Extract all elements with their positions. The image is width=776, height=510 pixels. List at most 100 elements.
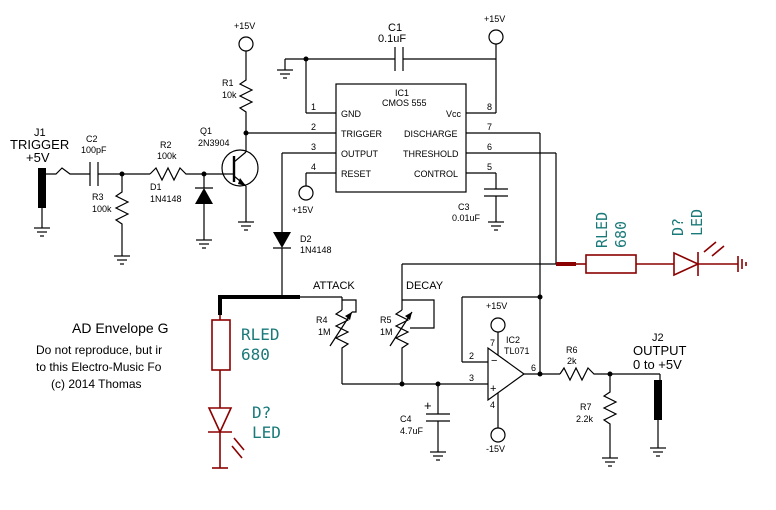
q1-transistor: Q1 2N3904 — [198, 126, 259, 231]
led2-d-ref: D? — [669, 218, 687, 236]
r6-ref: R6 — [566, 345, 578, 355]
led1-r-val: 680 — [241, 345, 270, 364]
ic1-pin5-num: 5 — [487, 162, 492, 172]
notice-line-1: Do not reproduce, but ir — [36, 343, 163, 357]
ic1-pin7-name: DISCHARGE — [404, 129, 458, 139]
q1-value: 2N3904 — [198, 138, 230, 148]
copyright-line: (c) 2014 Thomas — [51, 377, 142, 391]
vcc-symbol: +15V — [486, 301, 507, 333]
r5-ref: R5 — [380, 315, 392, 325]
d2-diode: D2 1N4148 — [273, 153, 332, 297]
vcc-label: +15V — [292, 205, 313, 215]
svg-text:+: + — [490, 383, 496, 395]
ic2-pin7: 7 — [490, 338, 495, 348]
ic1-pin6-name: THRESHOLD — [403, 149, 459, 159]
ic1-pin8-name: Vcc — [446, 109, 462, 119]
c1-capacitor: C1 0.1uF — [285, 22, 496, 71]
ic2-pin3: 3 — [469, 373, 474, 383]
r6-resistor: R6 2k — [559, 345, 660, 382]
ground-symbol — [277, 59, 293, 79]
r6-value: 2k — [567, 356, 577, 366]
r4-ref: R4 — [316, 315, 328, 325]
d2-ref: D2 — [300, 234, 312, 244]
c2-ref: C2 — [86, 134, 98, 144]
ic2-pin4: 4 — [490, 400, 495, 410]
vcc-label: +15V — [484, 14, 505, 24]
ic1-pin5-name: CONTROL — [414, 169, 458, 179]
j1-trigger-jack: J1 TRIGGER +5V — [10, 127, 90, 237]
d1-ref: D1 — [150, 182, 162, 192]
attack-label: ATTACK — [313, 280, 355, 292]
ic1-pin1-name: GND — [341, 109, 362, 119]
vcc-label: +15V — [486, 301, 507, 311]
ic1-pin3-num: 3 — [311, 142, 316, 152]
r1-value: 10k — [222, 90, 237, 100]
r3-resistor: R3 100k — [92, 174, 130, 265]
r2-resistor: R2 100k — [149, 140, 226, 182]
svg-text:−: − — [491, 355, 497, 367]
r1-resistor: R1 10k — [222, 51, 254, 133]
ic2-pin6: 6 — [531, 363, 536, 373]
j2-ref: J2 — [652, 332, 664, 344]
d2-value: 1N4148 — [300, 245, 332, 255]
ic1-pin3-name: OUTPUT — [341, 149, 379, 159]
ic1-pin7-num: 7 — [487, 122, 492, 132]
vcc-label: +15V — [234, 21, 255, 31]
ic1-555: IC1 CMOS 555 GND TRIGGER OUTPUT RESET Vc… — [246, 83, 556, 193]
ic1-pin4-name: RESET — [341, 169, 372, 179]
decay-label: DECAY — [406, 280, 444, 292]
led1-r-ref: RLED — [241, 325, 280, 344]
led2-r-ref: RLED — [593, 212, 611, 248]
j1-name: TRIGGER — [10, 137, 69, 152]
led-indicator-left: RLED 680 D? LED — [207, 315, 281, 469]
r7-value: 2.2k — [576, 414, 594, 424]
d1-value: 1N4148 — [150, 194, 182, 204]
led-indicator-right: RLED 680 D? LED — [556, 209, 747, 277]
vee-symbol: -15V — [486, 427, 506, 454]
c2-capacitor: C2 100pF — [81, 134, 150, 186]
ic2-opamp: − + IC2 TL071 2 3 6 7 4 — [461, 296, 560, 428]
r4-value: 1M — [318, 327, 331, 337]
j1-ref: J1 — [34, 127, 46, 139]
ic1-pin4-num: 4 — [311, 162, 316, 172]
r7-resistor: R7 2.2k — [576, 374, 618, 467]
c4-value: 4.7uF — [400, 426, 424, 436]
ic1-pin2-name: TRIGGER — [341, 129, 383, 139]
r2-value: 100k — [157, 151, 177, 161]
r7-ref: R7 — [580, 402, 592, 412]
drawing-title: AD Envelope G — [72, 320, 169, 336]
ic1-pin1-num: 1 — [311, 102, 316, 112]
j1-level: +5V — [26, 150, 50, 165]
c4-capacitor: + C4 4.7uF — [400, 384, 450, 461]
ic2-pin2: 2 — [469, 351, 474, 361]
r2-ref: R2 — [160, 140, 172, 150]
r3-ref: R3 — [92, 192, 104, 202]
j2-range: 0 to +5V — [633, 357, 682, 372]
j2-output-jack: J2 OUTPUT 0 to +5V — [633, 332, 687, 457]
led1-d-val: LED — [252, 423, 281, 442]
svg-text:+: + — [424, 398, 432, 413]
c2-value: 100pF — [81, 145, 107, 155]
c3-capacitor: C3 0.01uF — [452, 173, 508, 231]
notice-line-2: to this Electro-Music Fo — [36, 360, 162, 374]
c1-ref: C1 — [388, 22, 402, 34]
ic2-part: TL071 — [504, 346, 530, 356]
c1-value: 0.1uF — [378, 33, 406, 45]
ic1-ref: IC1 — [395, 88, 409, 98]
r5-value: 1M — [380, 327, 393, 337]
ic1-pin2-num: 2 — [311, 122, 316, 132]
c3-ref: C3 — [458, 202, 470, 212]
led1-d-ref: D? — [252, 403, 271, 422]
title-block: AD Envelope G Do not reproduce, but ir t… — [36, 320, 186, 400]
r3-value: 100k — [92, 204, 112, 214]
c3-value: 0.01uF — [452, 213, 481, 223]
ic1-pin6-num: 6 — [487, 142, 492, 152]
vcc-symbol: +15V — [234, 21, 255, 52]
d1-diode: D1 1N4148 — [150, 174, 213, 249]
c4-ref: C4 — [400, 414, 412, 424]
j2-name: OUTPUT — [633, 343, 687, 358]
vcc-symbol: +15V — [292, 173, 314, 215]
vee-label: -15V — [486, 444, 505, 454]
r5-pot: R5 1M — [380, 264, 435, 384]
